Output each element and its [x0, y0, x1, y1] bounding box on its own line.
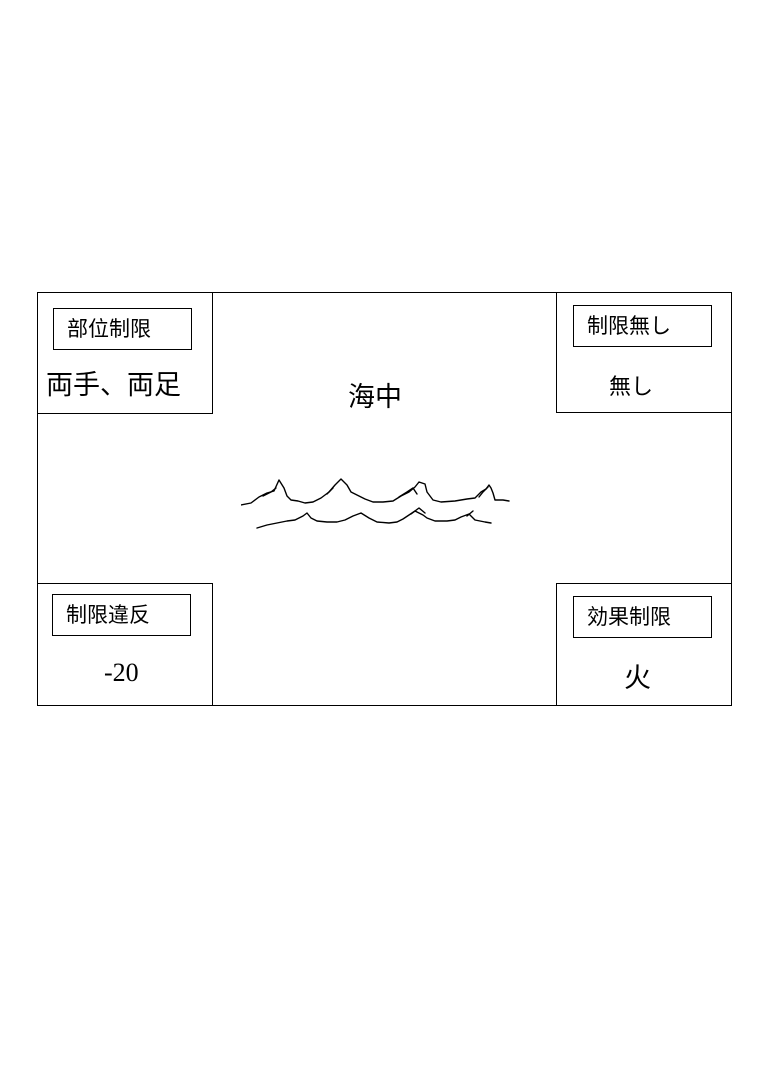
effect-restriction-panel: 効果制限 火 — [556, 583, 732, 706]
part-restriction-label: 部位制限 — [53, 308, 192, 350]
no-restriction-label: 制限無し — [573, 305, 712, 347]
no-restriction-panel: 制限無し 無し — [556, 292, 732, 413]
violation-label: 制限違反 — [52, 594, 191, 636]
part-restriction-panel: 部位制限 両手、両足 — [37, 292, 213, 414]
sea-waves-icon — [241, 478, 510, 529]
effect-restriction-label: 効果制限 — [573, 596, 712, 638]
sea-card: 部位制限 両手、両足 制限無し 無し 海中 制限違反 -20 効果制限 火 — [37, 292, 732, 706]
no-restriction-value: 無し — [609, 375, 654, 400]
violation-panel: 制限違反 -20 — [37, 583, 213, 706]
violation-value: -20 — [104, 658, 139, 687]
part-restriction-value: 両手、両足 — [46, 370, 181, 401]
location-title: 海中 — [348, 382, 402, 413]
effect-restriction-value: 火 — [624, 663, 651, 694]
